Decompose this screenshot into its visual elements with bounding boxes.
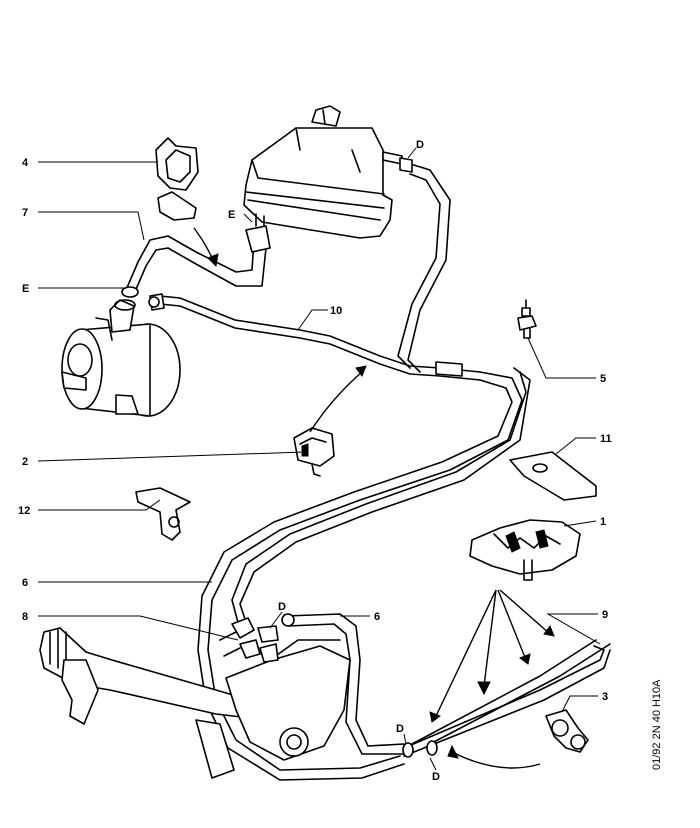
bracket-11: [509, 451, 597, 501]
hose-retaining-clip-1: [469, 519, 581, 581]
callout-d-lower-left: D: [396, 723, 404, 735]
leader-lines: [37, 147, 601, 771]
callout-d-lower-right: D: [432, 771, 440, 783]
bracket-12: [135, 487, 191, 541]
callout-11: 11: [600, 433, 612, 445]
drawing-reference-code: 01/92 2N 40 H10A: [651, 679, 663, 770]
callout-12: 12: [18, 505, 30, 517]
return-hose-7: [121, 225, 271, 298]
callout-4: 4: [22, 157, 29, 169]
callout-6-right: 6: [374, 611, 380, 623]
fluid-reservoir: [243, 105, 403, 239]
long-hose-6: [197, 367, 531, 781]
assembly-arrows: [193, 227, 555, 769]
supply-hose: [397, 157, 451, 373]
steering-rack: [39, 627, 351, 779]
cooling-pipes-9: [402, 639, 611, 758]
pressure-pipe-10: [148, 293, 481, 381]
callout-6-left: 6: [22, 577, 28, 589]
callout-d-reservoir: D: [416, 139, 424, 151]
callout-9: 9: [602, 609, 608, 621]
callout-8: 8: [22, 611, 28, 623]
callout-2: 2: [22, 456, 28, 468]
pipe-unions-8: [219, 617, 279, 663]
callout-e-left: E: [22, 283, 29, 295]
callout-3: 3: [602, 691, 608, 703]
callout-7: 7: [22, 207, 28, 219]
steering-pump: [61, 299, 181, 417]
callout-d-pump: D: [278, 601, 286, 613]
callout-e-reservoir: E: [228, 209, 235, 221]
callout-labels: 4 7 E E D 10 5 11 2 12 1 6 6 D 8 9 3 D D: [18, 139, 612, 783]
callout-1: 1: [600, 516, 606, 528]
hose-clamp-4: [155, 137, 199, 221]
callout-10: 10: [330, 305, 342, 317]
callout-5: 5: [600, 373, 606, 385]
bleed-screw-5: [517, 299, 537, 339]
double-clamp-3: [545, 709, 589, 753]
